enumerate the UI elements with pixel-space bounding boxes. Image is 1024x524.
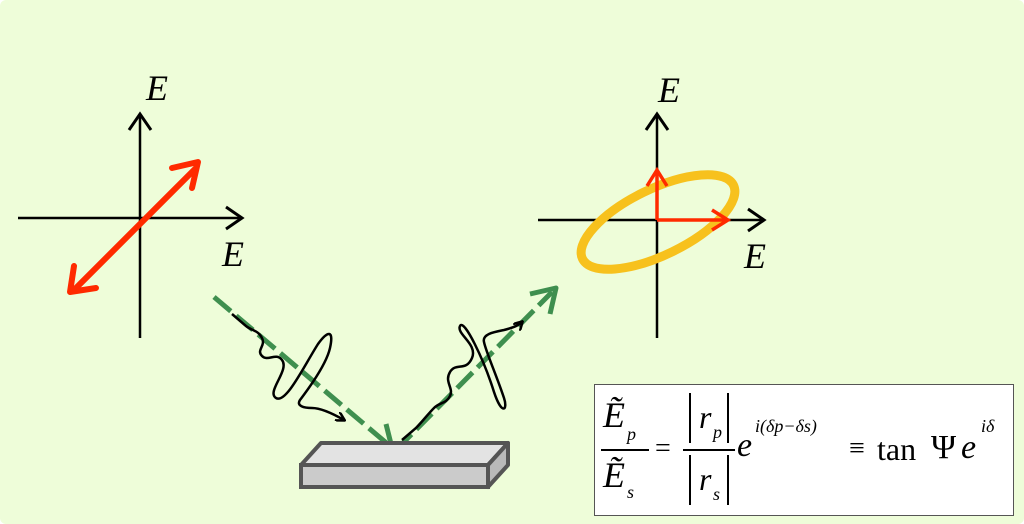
rhs-exponent: iδ: [981, 416, 995, 436]
fraction-bar-1: [601, 449, 649, 451]
abs-bar: [689, 455, 691, 505]
es-symbol: Ẽ: [603, 455, 625, 495]
right-axes: [538, 111, 767, 338]
equals-sign: =: [655, 433, 671, 464]
left-y-arrowhead: [127, 111, 153, 131]
tan-function: tan: [877, 431, 917, 467]
ep-subscript: p: [627, 424, 636, 444]
exp-base: e: [737, 427, 753, 464]
rp-symbol: r: [699, 399, 712, 435]
exp-exponent: i(δp−δs): [755, 416, 817, 436]
abs-bar: [689, 393, 691, 443]
incident-beam: [212, 295, 395, 451]
psi-symbol: Ψ: [931, 429, 957, 466]
equiv-sign: ≡: [849, 433, 865, 464]
fraction-bar-2: [683, 449, 735, 451]
left-x-axis-label: E: [222, 234, 244, 274]
reflected-beam: [394, 285, 559, 452]
abs-bar: [727, 455, 729, 505]
sample-block: [299, 441, 510, 489]
ellipsometry-equation: Ẽ p Ẽ s = r p r s e i(δp−δs) ≡ tan Ψ e i…: [594, 384, 1014, 516]
polarization-ellipse: [576, 170, 740, 274]
left-y-axis-label: E: [146, 68, 168, 108]
right-y-arrowhead: [644, 111, 670, 131]
rs-symbol: r: [699, 461, 712, 497]
es-subscript: s: [627, 482, 635, 502]
reflected-wave-packet: [401, 322, 522, 441]
rs-subscript: s: [713, 484, 721, 504]
rp-subscript: p: [713, 422, 722, 442]
right-y-axis-label: E: [658, 70, 680, 110]
left-axes: [18, 111, 245, 338]
abs-bar: [727, 393, 729, 443]
rhs-exp-base: e: [961, 429, 977, 466]
left-x-arrowhead: [225, 205, 245, 231]
right-x-arrowhead: [747, 207, 767, 233]
ep-symbol: Ẽ: [603, 395, 625, 435]
linear-polarization-arrow: [67, 159, 201, 295]
field-components: [645, 166, 732, 232]
right-x-axis-label: E: [744, 236, 766, 276]
incident-wave-packet: [231, 313, 344, 420]
